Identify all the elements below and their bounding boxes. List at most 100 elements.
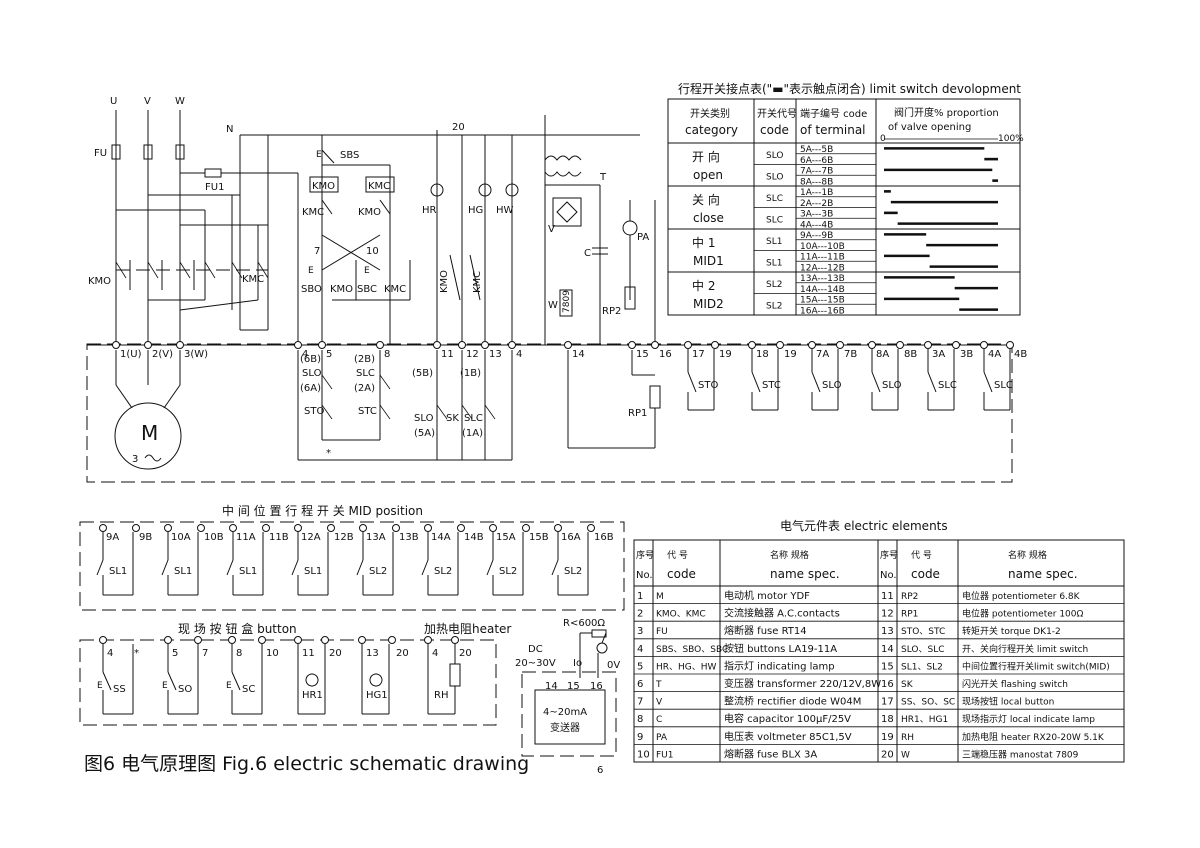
sbo-label: SBO — [301, 284, 322, 295]
limit-group-en-2: MID1 — [693, 254, 724, 268]
proportion-en: of valve opening — [888, 122, 971, 133]
wire-20-label: 20 — [452, 122, 465, 133]
button-e-0: E — [97, 681, 103, 691]
elements-head-no-en-0: No. — [636, 570, 653, 581]
elements-left-code-2: FU — [656, 627, 668, 637]
elements-left-name-1: 交流接触器 A.C.contacts — [724, 607, 840, 620]
limit-row-terminal-2: 7A---7B — [800, 167, 833, 177]
kmo-coil — [309, 176, 339, 193]
kmo-label: KMO — [88, 276, 111, 287]
terminal-7 — [458, 341, 466, 349]
elements-right-no-0: 11 — [881, 591, 894, 602]
elements-left-code-1: KMO、KMC — [656, 610, 706, 620]
fuse-1 — [204, 168, 222, 178]
kmo-no-label: KMO — [330, 284, 353, 295]
elements-left-name-2: 熔断器 fuse RT14 — [724, 624, 807, 637]
mid-terminal-b-1 — [197, 524, 205, 532]
motor-phase-label: 3 — [132, 454, 138, 465]
power-circuit: U V W FU N 20 FU1 — [86, 96, 1013, 483]
scale-start: 0 — [880, 134, 886, 144]
button-terminal-label-6: 11 — [302, 648, 315, 659]
mid-terminal-a-1 — [164, 524, 172, 532]
terminal-label-11: 15 — [636, 349, 649, 360]
mid-switch-label-5: SL2 — [434, 566, 452, 577]
button-terminal-label-10: 4 — [432, 648, 438, 659]
star-label: * — [326, 448, 331, 459]
button-label-4: HG1 — [366, 690, 388, 701]
voltmeter-pa — [622, 220, 638, 236]
mid-terminal-b-2 — [262, 524, 270, 532]
elements-left-name-4: 指示灯 indicating lamp — [724, 659, 835, 672]
elements-left-name-5: 变压器 transformer 220/12V,8W — [724, 677, 881, 690]
terminal-3 — [294, 341, 302, 349]
phase-v-label: V — [144, 96, 151, 107]
button-terminal-label-3: 7 — [202, 648, 208, 659]
button-terminal-11 — [451, 636, 459, 644]
kmc-nc-label: KMC — [302, 207, 324, 218]
limit-code-1-0: SLC — [766, 194, 783, 204]
button-label-0: SS — [113, 684, 126, 695]
scale-end: 100% — [998, 134, 1024, 144]
transmitter-box — [534, 689, 606, 745]
elements-left-no-2: 3 — [637, 626, 643, 637]
button-e-2: E — [226, 681, 232, 691]
limit-group-cn-1: 关 向 — [692, 192, 720, 207]
limit-code-2-0: SL1 — [766, 237, 782, 247]
elements-right-no-5: 16 — [881, 679, 894, 690]
terminal-switch-5: SLC — [994, 380, 1013, 391]
limit-code-2-1: SL1 — [766, 259, 782, 269]
mid-terminal-label-a-2: 11A — [236, 532, 256, 543]
elements-right-no-3: 14 — [881, 644, 894, 655]
elements-right-name-7: 现场指示灯 local indicate lamp — [962, 713, 1095, 725]
kmc-coil-label: KMC — [368, 181, 390, 192]
proportion-cn: 阀门开度% proportion — [894, 106, 999, 119]
pa-label: PA — [637, 232, 649, 243]
sl-6b-label: (6B) — [300, 354, 321, 365]
mid-switch-label-4: SL2 — [369, 566, 387, 577]
elements-right-no-1: 12 — [881, 609, 894, 620]
rp1-label: RP1 — [628, 408, 647, 419]
sbc-e-label: E — [364, 266, 370, 276]
limit-table-title: 行程开关接点表("▬"表示触点闭合) limit switch devolopm… — [678, 81, 1021, 96]
terminal-14 — [711, 341, 719, 349]
rectifier-label: V — [548, 224, 555, 235]
limit-group-cn-3: 中 2 — [692, 278, 715, 293]
button-terminal-label-8: 13 — [366, 648, 379, 659]
elements-right-name-5: 闪光开关 flashing switch — [962, 678, 1068, 690]
elements-head-code-en-0: code — [667, 567, 696, 581]
elements-left-code-4: HR、HG、HW — [656, 662, 717, 672]
mid-terminal-a-5 — [424, 524, 432, 532]
limit-table-rows: 5A---5B6A---6B7A---7B8A---8B1A---1B2A---… — [668, 145, 1020, 316]
heater-title: 加热电阻heater — [424, 622, 511, 636]
fuse-v — [143, 144, 153, 160]
mid-terminal-label-b-4: 13B — [399, 532, 419, 543]
potentiometer-rp1 — [649, 385, 661, 409]
button-terminal-label-7: 20 — [329, 648, 342, 659]
button-terminal-2 — [164, 636, 172, 644]
button-terminal-6 — [294, 636, 302, 644]
transformer-label: T — [599, 172, 607, 183]
terminal-label-23: 4A — [988, 349, 1001, 360]
limit-row-terminal-1: 6A---6B — [800, 156, 833, 166]
mid-terminal-a-0 — [99, 524, 107, 532]
button-lamp-3 — [305, 673, 319, 687]
limit-code-0-0: SLO — [766, 151, 784, 161]
limit-row-terminal-8: 9A---9B — [800, 231, 833, 241]
kmc-label: KMC — [242, 274, 264, 285]
terminal-label-7: 12 — [466, 349, 479, 360]
button-terminal-5 — [258, 636, 266, 644]
l-1a-label: (1A) — [462, 428, 483, 439]
mid-terminal-label-b-0: 9B — [139, 532, 152, 543]
phase-w-label: W — [175, 96, 185, 107]
limit-group-en-3: MID2 — [693, 297, 724, 311]
mid-switch-label-0: SL1 — [109, 566, 127, 577]
elements-right-code-8: RH — [901, 733, 914, 743]
terminal-label-3: 4 — [302, 349, 308, 360]
limit-group-en-1: close — [693, 211, 724, 225]
phase-u-label: U — [110, 96, 117, 107]
elements-right-code-7: HR1、HG1 — [901, 715, 948, 725]
kmc-coil — [365, 176, 395, 193]
button-terminal-9 — [388, 636, 396, 644]
